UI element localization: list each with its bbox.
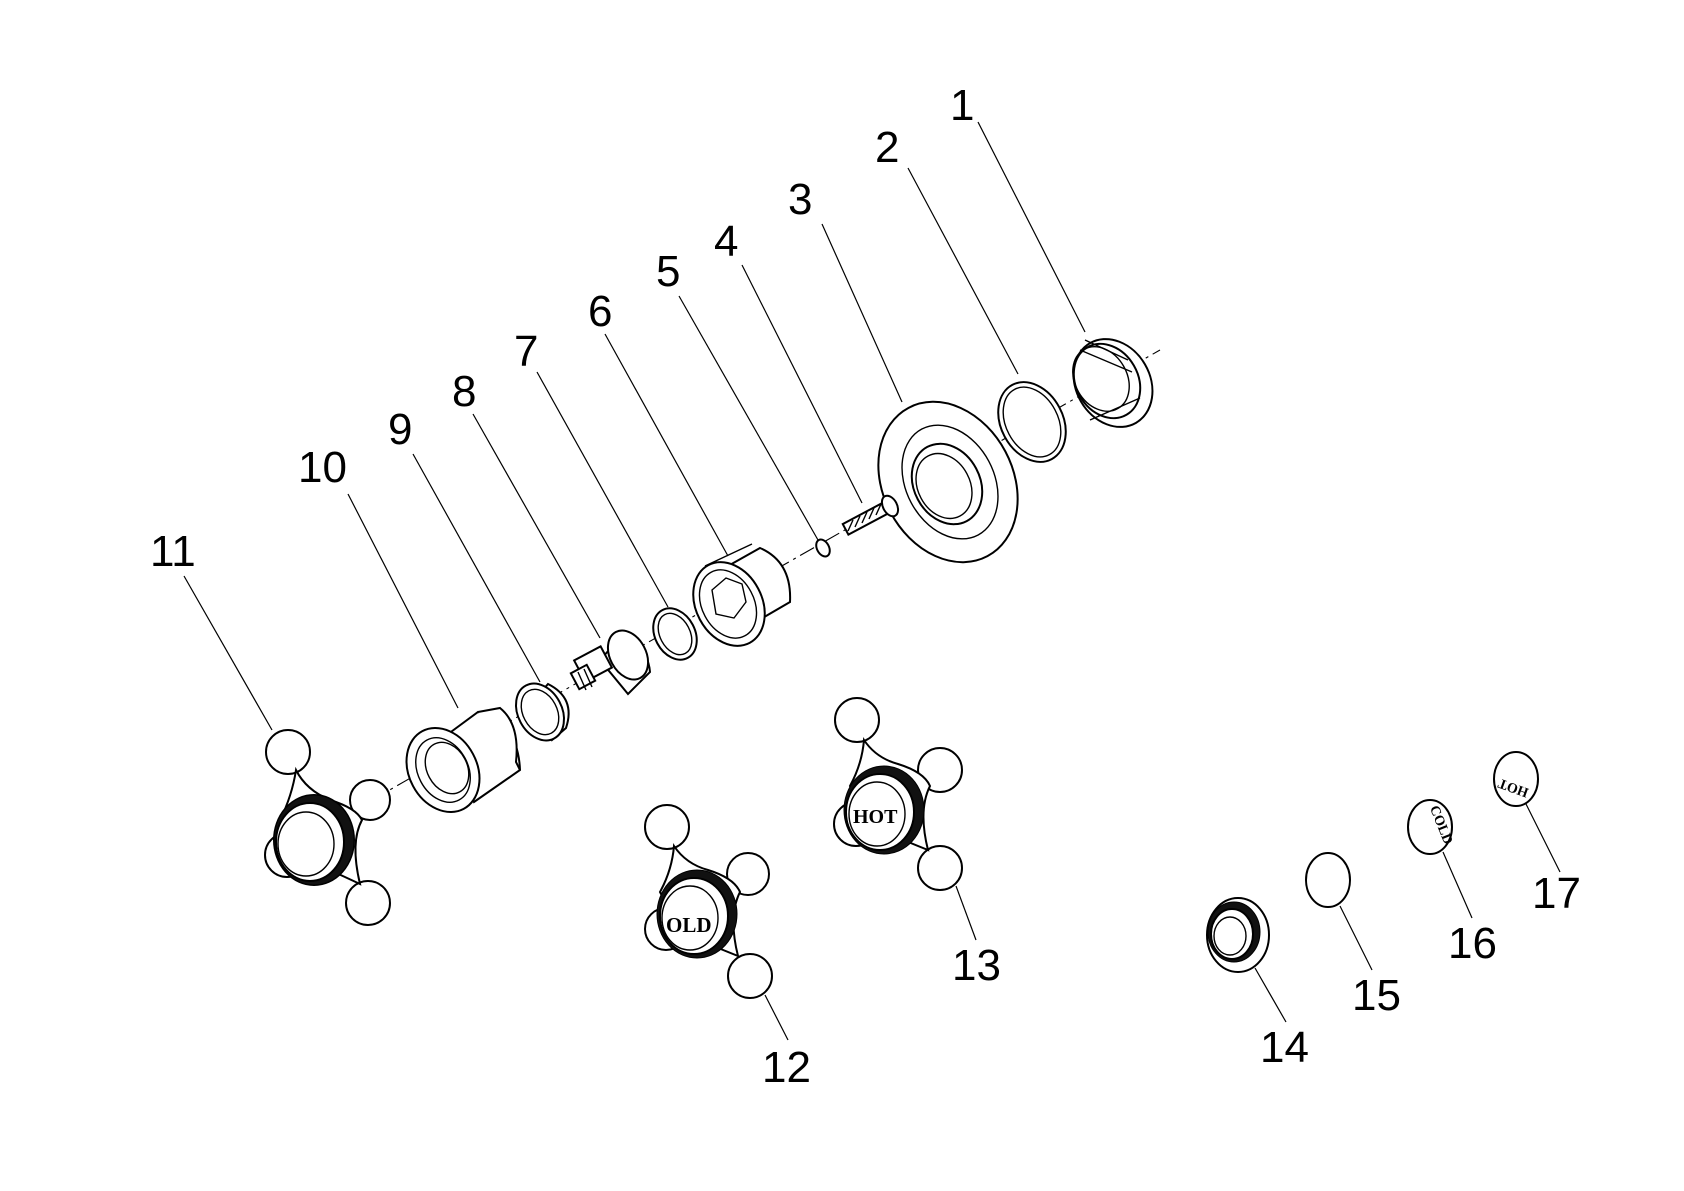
callout-6: 6 <box>588 287 612 336</box>
part-12-cold-handle: OLD <box>644 804 773 999</box>
part-17-hot-disc: HOT <box>1493 751 1539 807</box>
callout-8: 8 <box>452 367 476 416</box>
leader-lines <box>183 121 1561 1041</box>
callout-10: 10 <box>298 443 347 492</box>
part-11-cross-handle <box>264 729 391 926</box>
leader-12 <box>764 994 789 1041</box>
leader-11 <box>183 575 273 731</box>
leader-16 <box>1442 851 1473 919</box>
leader-7 <box>536 371 669 608</box>
part-2-o-ring <box>997 381 1067 463</box>
callout-5: 5 <box>656 247 680 296</box>
part-8-spindle <box>569 629 652 696</box>
callout-7: 7 <box>514 327 538 376</box>
callout-11: 11 <box>150 527 196 576</box>
part-1-threaded-ring <box>1072 338 1154 428</box>
callout-17: 17 <box>1532 869 1581 918</box>
part-7-o-ring <box>652 607 698 661</box>
callout-16: 16 <box>1448 919 1497 968</box>
hot-handle-stamp: HOT <box>853 806 898 828</box>
part-10-shroud <box>405 706 522 814</box>
callout-4: 4 <box>714 217 738 266</box>
part-14-ring <box>1206 897 1270 973</box>
leader-8 <box>472 413 601 639</box>
leader-1 <box>977 121 1086 333</box>
part-9-bushing <box>515 682 570 742</box>
leader-4 <box>741 264 863 504</box>
leader-9 <box>412 453 541 683</box>
part-5-washer <box>815 538 831 558</box>
part-15-blank-disc <box>1305 852 1351 908</box>
callout-15: 15 <box>1352 971 1401 1020</box>
leader-5 <box>678 295 819 541</box>
callout-9: 9 <box>388 405 412 454</box>
leader-10 <box>347 493 459 709</box>
leader-13 <box>955 885 977 941</box>
callout-14: 14 <box>1260 1023 1309 1072</box>
cold-handle-stamp: OLD <box>666 913 712 937</box>
leader-2 <box>907 167 1019 375</box>
part-3-escutcheon <box>877 400 1019 564</box>
leader-6 <box>604 333 729 557</box>
leader-17 <box>1525 803 1561 873</box>
leader-15 <box>1339 905 1373 971</box>
callout-1: 1 <box>950 81 974 130</box>
part-6-headpart-body <box>692 543 792 647</box>
leader-14 <box>1254 967 1287 1023</box>
leader-3 <box>821 223 903 403</box>
part-16-cold-disc: COLD <box>1407 799 1455 855</box>
callout-3: 3 <box>788 175 812 224</box>
callout-12: 12 <box>762 1043 811 1092</box>
part-13-hot-handle: HOT <box>833 697 963 891</box>
callout-2: 2 <box>875 123 899 172</box>
part-4-screw <box>841 494 900 536</box>
callout-13: 13 <box>952 941 1001 990</box>
callout-numbers: 1 2 3 4 5 6 7 8 9 10 11 12 13 14 15 16 1… <box>150 81 1581 1092</box>
